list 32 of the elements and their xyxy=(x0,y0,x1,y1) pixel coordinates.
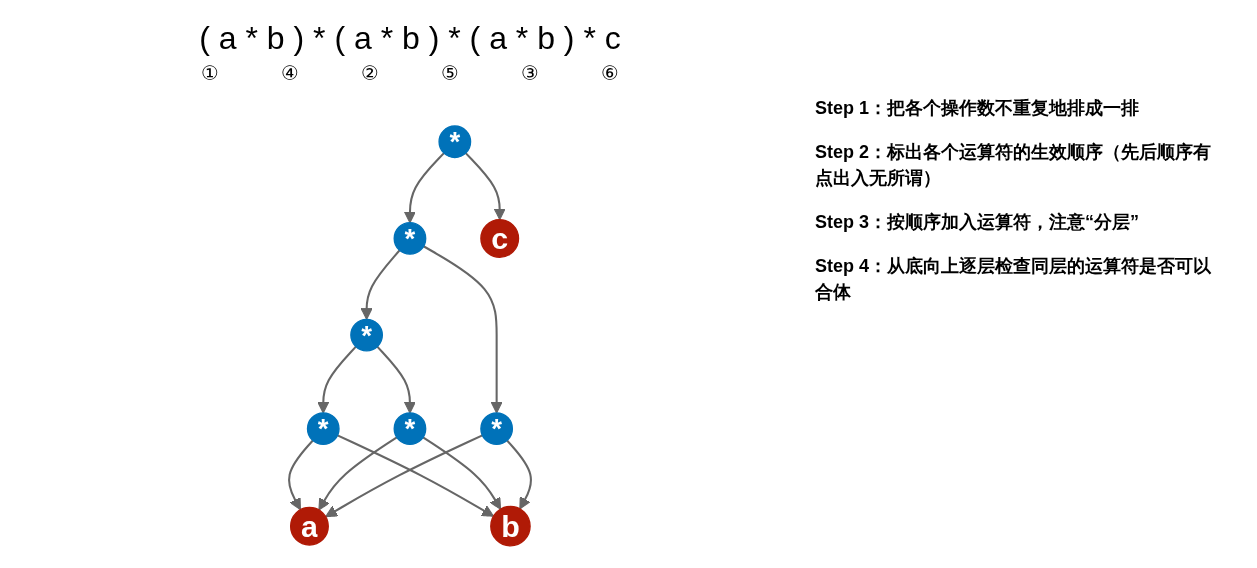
arrow xyxy=(422,436,502,510)
node-circle: * xyxy=(306,412,340,446)
node-circle: * xyxy=(350,318,384,352)
arrow xyxy=(317,345,357,414)
expression-text: ( a * b ) * ( a * b ) * ( a * b ) * c xyxy=(199,20,621,57)
arrow xyxy=(464,152,506,221)
arrow xyxy=(360,249,401,320)
node-circle: a xyxy=(289,506,329,546)
step-text: Step 3：按顺序加入运算符，注意“分层” xyxy=(815,211,1141,235)
order-number: ⑥ xyxy=(601,61,619,85)
order-number: ④ xyxy=(281,61,299,85)
order-number: ① xyxy=(201,61,219,85)
node-circle: * xyxy=(438,125,472,159)
arrow xyxy=(423,245,503,414)
order-number: ② xyxy=(361,61,379,85)
order-number: ⑤ xyxy=(441,61,459,85)
node-circle: * xyxy=(393,222,427,255)
order-number: ③ xyxy=(521,61,539,85)
node-circle: * xyxy=(393,412,427,446)
arrow xyxy=(288,439,314,511)
node-circle: * xyxy=(480,412,514,446)
step-text: Step 4：从底向上逐层检查同层的运算符是否可以合体 xyxy=(815,255,1213,305)
arrow xyxy=(403,152,445,224)
node-circle: c xyxy=(480,218,520,258)
step-text: Step 1：把各个操作数不重复地排成一排 xyxy=(815,97,1141,120)
arrow xyxy=(325,434,483,518)
arrow xyxy=(318,436,398,511)
arrow xyxy=(337,434,495,517)
arrow xyxy=(506,439,532,510)
step-text: Step 2：标出各个运算符的生效顺序（先后顺序有点出入无所谓） xyxy=(815,141,1213,191)
node-circle: b xyxy=(490,505,531,547)
arrow xyxy=(376,345,416,414)
